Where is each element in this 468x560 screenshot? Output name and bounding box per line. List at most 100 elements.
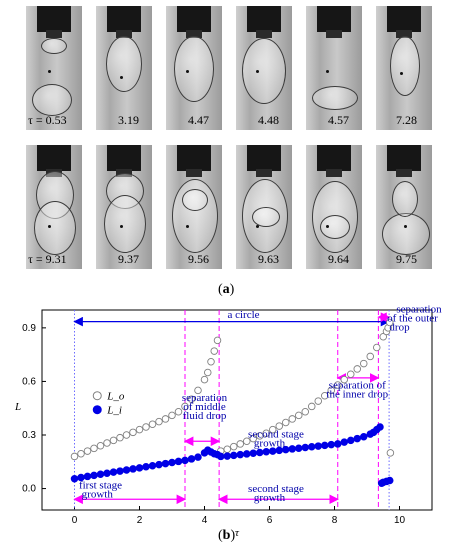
frame-label-12: 9.75 bbox=[396, 252, 417, 266]
series-1-point-3 bbox=[90, 471, 98, 480]
series-0-point-37 bbox=[295, 411, 303, 420]
series-0-point-8 bbox=[122, 431, 131, 439]
frame-label-6: 7.28 bbox=[396, 113, 417, 127]
series-0-point-16 bbox=[174, 408, 183, 416]
series-1-point-31 bbox=[256, 448, 264, 457]
series-0-point-23 bbox=[210, 347, 218, 355]
series-0-point-5 bbox=[103, 439, 111, 447]
frame-label-5: 4.57 bbox=[328, 113, 349, 127]
series-1-point-46 bbox=[353, 434, 362, 443]
series-0-point-10 bbox=[135, 425, 144, 434]
series-0-point-4 bbox=[96, 441, 105, 450]
series-1-point-12 bbox=[148, 461, 157, 470]
annotation-1: separation bbox=[396, 304, 442, 316]
x-tick-label-0: 0 bbox=[72, 515, 78, 526]
series-1-point-18 bbox=[187, 455, 196, 463]
plot-frame bbox=[41, 309, 433, 511]
series-1-point-7 bbox=[116, 467, 124, 475]
series-0-point-11 bbox=[142, 423, 150, 431]
frame-2: 3.19 bbox=[96, 6, 152, 130]
annotation-13: second stage bbox=[248, 483, 304, 495]
series-0-point-54 bbox=[386, 449, 395, 457]
frame-4: 4.48 bbox=[236, 6, 292, 130]
legend-label-1: L_i bbox=[106, 405, 122, 417]
legend-label-0: L_o bbox=[106, 391, 125, 403]
frame-5: 4.57 bbox=[306, 6, 362, 130]
series-0-point-39 bbox=[308, 402, 316, 411]
series-0-point-49 bbox=[373, 343, 381, 352]
series-1-point-15 bbox=[168, 458, 176, 467]
frame-label-10: 9.63 bbox=[258, 252, 279, 266]
series-0-point-50 bbox=[379, 333, 388, 341]
series-1-point-25 bbox=[216, 452, 225, 461]
series-1-point-39 bbox=[308, 443, 316, 451]
series-1-point-8 bbox=[122, 466, 131, 474]
frame-label-3: 4.47 bbox=[188, 113, 209, 127]
series-0-point-31 bbox=[256, 432, 264, 440]
y-tick-label-0: 0.0 bbox=[22, 484, 36, 495]
series-1-point-0 bbox=[70, 474, 79, 483]
series-0-point-24 bbox=[213, 336, 222, 345]
series-1-point-4 bbox=[96, 470, 105, 479]
frame-12: 9.75 bbox=[376, 145, 432, 269]
annotation-11: first stage bbox=[79, 480, 122, 492]
series-1-point-19 bbox=[194, 453, 202, 461]
series-0-point-41 bbox=[321, 391, 329, 400]
series-0-point-42 bbox=[327, 386, 336, 395]
series-0-point-1 bbox=[77, 449, 85, 458]
annotation-12: growth bbox=[82, 489, 114, 501]
series-0-point-13 bbox=[155, 417, 163, 426]
series-1-point-13 bbox=[155, 460, 163, 469]
x-tick-label-4: 8 bbox=[332, 515, 338, 526]
x-tick-label-2: 4 bbox=[202, 515, 208, 526]
series-1-point-38 bbox=[301, 443, 310, 452]
series-1-point-43 bbox=[334, 440, 342, 448]
series-0-point-18 bbox=[187, 395, 196, 404]
annotation-0: a circle bbox=[227, 309, 259, 321]
annotation-7: second stage bbox=[248, 429, 304, 441]
legend-marker-1 bbox=[92, 405, 102, 415]
series-1-point-11 bbox=[142, 463, 150, 471]
panel-b-caption: (b) bbox=[218, 528, 236, 543]
series-0-point-28 bbox=[236, 440, 244, 448]
series-0-point-21 bbox=[203, 368, 212, 377]
frame-6: 7.28 bbox=[376, 6, 432, 130]
series-1-point-30 bbox=[249, 449, 257, 457]
panel-a-caption: (a) bbox=[218, 282, 235, 297]
series-0-point-44 bbox=[340, 375, 349, 384]
legend-marker-0 bbox=[92, 391, 102, 401]
series-0-point-30 bbox=[249, 434, 257, 443]
series-1-point-9 bbox=[129, 465, 137, 473]
annotation-9: separation of bbox=[329, 380, 386, 392]
series-0-point-35 bbox=[282, 418, 290, 427]
series-0-point-53 bbox=[386, 318, 394, 327]
series-0-point-17 bbox=[181, 402, 189, 411]
frame-11: 9.64 bbox=[306, 145, 362, 269]
series-1-point-17 bbox=[181, 456, 189, 465]
annotation-10: the inner drop bbox=[326, 389, 388, 401]
frame-label-11: 9.64 bbox=[328, 252, 349, 266]
series-1-point-44 bbox=[340, 438, 349, 446]
series-1-point-42 bbox=[327, 440, 336, 449]
series-0-point-6 bbox=[109, 436, 118, 445]
y-tick-label-1: 0.3 bbox=[22, 430, 36, 441]
series-0-point-20 bbox=[200, 375, 209, 384]
series-0-point-34 bbox=[275, 422, 284, 430]
frame-label-2: 3.19 bbox=[118, 113, 139, 127]
series-0-point-48 bbox=[366, 352, 375, 361]
x-tick-label-5: 10 bbox=[394, 515, 406, 526]
series-0-point-38 bbox=[301, 408, 310, 416]
series-1-point-47 bbox=[360, 433, 368, 441]
frame-label-4: 4.48 bbox=[258, 113, 279, 127]
frame-10: 9.63 bbox=[236, 145, 292, 269]
annotation-4: separation bbox=[182, 392, 228, 404]
annotation-5: of middle bbox=[183, 401, 226, 413]
annotation-14: growth bbox=[254, 492, 286, 504]
series-1-point-6 bbox=[109, 468, 118, 476]
series-0-point-14 bbox=[161, 415, 170, 423]
series-0-point-40 bbox=[314, 397, 323, 405]
series-0-point-26 bbox=[223, 445, 231, 454]
series-0-point-19 bbox=[194, 386, 202, 395]
series-1-point-41 bbox=[321, 441, 329, 450]
